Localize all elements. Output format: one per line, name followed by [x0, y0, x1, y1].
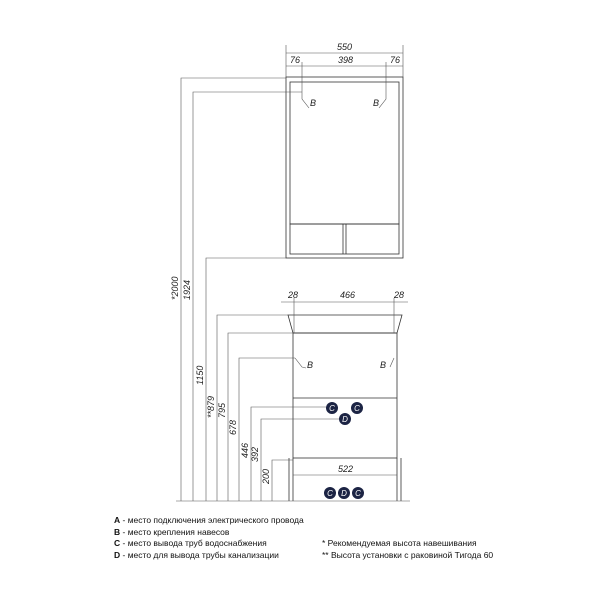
- legend-b: B - место крепления навесов: [114, 526, 230, 537]
- height-200: 200: [261, 469, 271, 485]
- dim-76-left: 76: [290, 55, 300, 65]
- height-1924: 1924: [182, 280, 192, 300]
- dim-466: 466: [340, 290, 355, 300]
- svg-text:D: D: [341, 489, 347, 498]
- height-392: 392: [250, 447, 260, 462]
- height-879: **879: [206, 396, 216, 418]
- pipe-d-marker: D: [339, 413, 351, 425]
- svg-text:C: C: [327, 489, 333, 498]
- dim-398: 398: [338, 55, 353, 65]
- mount-b-label: B: [307, 360, 313, 370]
- dim-76-right: 76: [390, 55, 400, 65]
- mount-b-label: B: [310, 98, 316, 108]
- pipe-c-marker: C: [326, 402, 338, 414]
- dim-522: 522: [338, 464, 353, 474]
- mount-b-label: B: [380, 360, 386, 370]
- legend-d: D - место для вывода трубы канализации: [114, 549, 279, 560]
- svg-text:C: C: [329, 404, 335, 413]
- pipe-c-marker: C: [352, 487, 364, 499]
- mount-b-label: B: [373, 98, 379, 108]
- lower-cabinet: 522 28 466 28 B B C C D C D C: [281, 290, 408, 501]
- svg-text:C: C: [355, 489, 361, 498]
- height-795: 795: [217, 402, 227, 418]
- note-1: * Рекомендуемая высота навешивания: [322, 538, 477, 548]
- dim-28-left: 28: [287, 290, 298, 300]
- legend-a: A - место подключения электрического про…: [114, 515, 304, 525]
- pipe-c-marker: C: [324, 487, 336, 499]
- height-678: 678: [228, 420, 238, 435]
- pipe-d-marker: D: [338, 487, 350, 499]
- note-2: ** Высота установки с раковиной Тигода 6…: [322, 549, 494, 560]
- height-dimensions: *2000 1924 1150 **879 795 678 446 392 20…: [170, 77, 410, 502]
- upper-cabinet: B B 550 76 398 76: [285, 42, 404, 259]
- svg-text:C: C: [354, 404, 360, 413]
- pipe-c-marker: C: [351, 402, 363, 414]
- height-1150: 1150: [195, 366, 205, 385]
- height-2000: *2000: [170, 276, 180, 300]
- svg-text:D: D: [342, 415, 348, 424]
- legend-c: C - место вывода труб водоснабжения: [114, 538, 267, 548]
- dim-550: 550: [337, 42, 352, 52]
- legend: A - место подключения электрического про…: [114, 515, 304, 561]
- dim-28-right: 28: [393, 290, 404, 300]
- notes: * Рекомендуемая высота навешивания ** Вы…: [322, 538, 493, 561]
- height-446: 446: [240, 443, 250, 458]
